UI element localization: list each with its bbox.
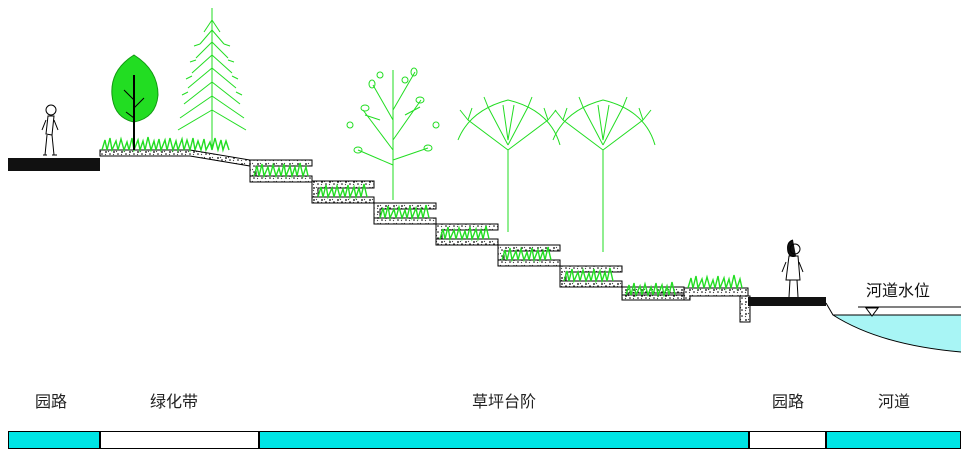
zone-bar-path-left [8, 431, 100, 449]
shrub-tree-icon [111, 54, 159, 150]
river-bank-line [825, 302, 961, 353]
zone-label-green-belt: 绿化带 [149, 392, 199, 411]
lawn-steps [249, 159, 751, 323]
branch-tree-icon [457, 96, 561, 232]
zone-bar-river [826, 431, 961, 449]
water-level-triangle-icon [865, 307, 879, 317]
zone-bar-green-belt [100, 431, 259, 449]
water-level-label: 河道水位 [866, 281, 931, 300]
zone-label-path-left: 园路 [34, 392, 68, 411]
zone-bar-lawn-steps [259, 431, 749, 449]
zone-label-path-right: 园路 [771, 392, 805, 411]
right-path-slab [748, 297, 826, 306]
left-path-slab [8, 158, 100, 171]
branch-tree-2-icon [552, 96, 656, 252]
leafy-tree-icon [346, 67, 440, 200]
zone-bar-path-right [749, 431, 826, 449]
zone-label-river: 河道 [877, 392, 911, 411]
grass-tufts [101, 136, 743, 298]
person-right-icon [781, 239, 804, 298]
person-left-icon [41, 104, 59, 156]
river-water [833, 315, 961, 352]
zone-label-lawn-steps: 草坪台阶 [471, 392, 537, 411]
conifer-tree-icon [177, 8, 247, 150]
green-belt-base [99, 149, 251, 167]
